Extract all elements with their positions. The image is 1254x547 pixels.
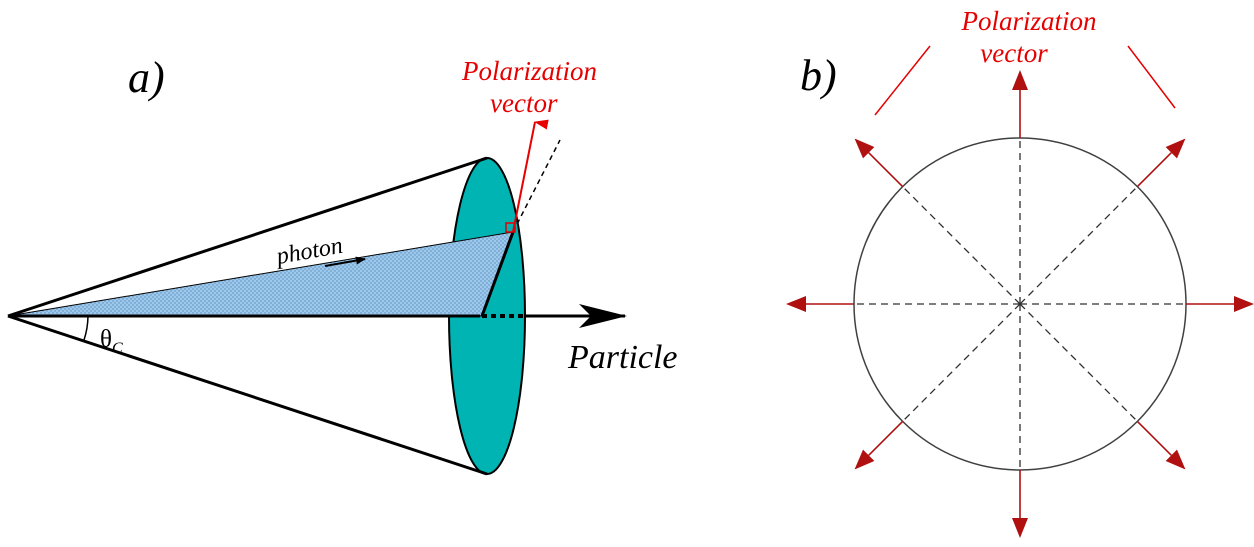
polarization-label-b-line2: vector [980,38,1048,68]
cone-upper-edge [7,156,488,318]
polarization-label-b-line1: Polarization [960,6,1096,36]
cone-radius [480,231,515,317]
cherenkov-angle-label: θC [100,326,123,357]
dashed-radius [902,186,1021,305]
polarization-arrow-head [854,449,875,470]
polarization-arrow-shaft [1136,152,1172,188]
polarization-vector-arrow-a [512,119,549,233]
radial-lines-group [786,70,1254,538]
panel-b: b) Polarization vector [786,6,1254,538]
dashed-radius [1019,186,1138,305]
cone-lower-edge [7,314,488,476]
polarization-arrow-head [1165,138,1186,159]
photon-plane [7,231,514,317]
polarization-arrow-head [854,138,875,159]
polarization-arrow-shaft [1136,420,1172,456]
photon-extension-dashed [512,139,561,233]
pointer-line-left [874,45,931,116]
photon-direction-arrow [324,256,366,267]
cherenkov-angle-arc [83,315,89,341]
panel-a: a) Polarization vector photon θC Particl… [7,53,678,476]
right-angle-marker [505,222,516,233]
dashed-radius [1019,303,1138,422]
panel-b-label: b) [800,51,837,100]
polarization-arrow-head [1012,518,1028,538]
polarization-label-a-line1: Polarization [461,56,597,86]
polarization-arrow-shaft [868,420,904,456]
dashed-radius [902,303,1021,422]
polarization-label-a-line2: vector [490,88,558,118]
polarization-arrow-head [1234,296,1254,312]
polarization-arrow-head [1012,70,1028,90]
polarization-arrow-head [1165,449,1186,470]
theta-subscript: C [112,340,123,357]
panel-a-label: a) [128,53,165,102]
pointer-line-right [1127,45,1176,109]
polarization-arrow-head [786,296,806,312]
theta-symbol: θ [100,326,112,353]
particle-label: Particle [567,339,678,376]
polarization-arrow-shaft [868,152,904,188]
